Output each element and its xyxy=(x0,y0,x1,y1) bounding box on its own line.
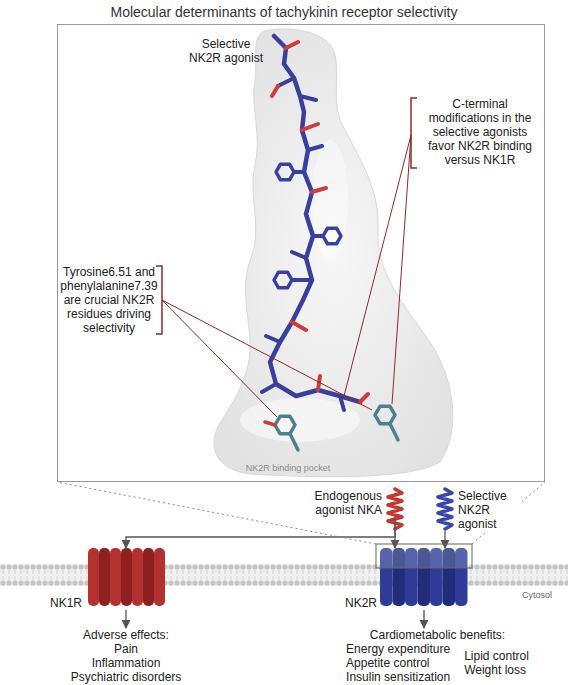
list-item: Appetite control xyxy=(346,656,450,670)
membrane-lipids xyxy=(0,564,568,586)
oxygen-stick xyxy=(272,42,368,402)
helix-bundle xyxy=(88,548,99,606)
zoom-guide xyxy=(57,482,545,544)
helix-bundle xyxy=(143,548,154,606)
zoom-highlight xyxy=(376,544,472,568)
tyrosine-ring xyxy=(275,416,295,433)
list-item: Lipid control xyxy=(464,649,529,663)
nk1r-receptor xyxy=(88,548,165,606)
agonist-helices xyxy=(388,489,452,529)
receptor-label: NK1R xyxy=(50,596,82,610)
membrane xyxy=(0,564,568,586)
text-group: Energy expenditureAppetite controlInsuli… xyxy=(346,642,450,684)
helix-bundle xyxy=(99,548,110,606)
list-item: Insulin sensitization xyxy=(346,670,450,684)
outcome-list: Cardiometabolic benefits:Energy expendit… xyxy=(330,628,545,684)
aromatic-ring xyxy=(274,272,292,288)
list-item: Energy expenditure xyxy=(346,642,450,656)
outcome-list: Adverse effects:PainInflammationPsychiat… xyxy=(40,628,212,684)
phenylalanine-ring xyxy=(375,406,395,423)
bracket xyxy=(156,266,162,334)
hydroxyl-stick xyxy=(265,422,275,425)
list-heading: Adverse effects: xyxy=(40,628,212,642)
pocket-label: NK2R binding pocket xyxy=(223,463,353,474)
bracket xyxy=(411,98,417,168)
inset-panel: Selective NK2R agonistTyrosine6.51 and p… xyxy=(57,24,545,482)
receptor-residues xyxy=(265,406,398,450)
agonist-label: Selective NK2R agonist xyxy=(186,37,266,65)
text-group: Energy expenditureAppetite controlInsuli… xyxy=(330,642,545,684)
helix-bundle xyxy=(154,548,165,606)
aromatic-ring xyxy=(276,164,294,180)
helix-bundle xyxy=(110,548,121,606)
leader-line xyxy=(344,135,411,404)
helix-bundle xyxy=(121,548,132,606)
agonist-label: Endogenous agonist NKA xyxy=(300,489,382,517)
receptor-label: NK2R xyxy=(345,596,377,610)
signal-arrow xyxy=(126,517,395,548)
selectivity-note: Tyrosine6.51 and phenylalanine7.39 are c… xyxy=(60,265,158,335)
list-item: Psychiatric disorders xyxy=(40,670,212,684)
selective-agonist-helix xyxy=(438,489,452,529)
signal-arrow xyxy=(394,517,395,548)
receptor: NK2R xyxy=(345,548,473,610)
list-item: Pain xyxy=(40,642,212,656)
receptor: NK1R xyxy=(50,548,170,610)
agonist-label: Selective NK2R agonist xyxy=(458,489,522,531)
signal-arrow xyxy=(125,610,126,628)
list-heading: Cardiometabolic benefits: xyxy=(330,628,545,642)
agonist-peptide xyxy=(262,36,368,410)
helix-bundle xyxy=(132,548,143,606)
text-group: Lipid controlWeight loss xyxy=(464,642,529,684)
binding-pocket-surface xyxy=(214,29,453,477)
list-item: Weight loss xyxy=(464,663,529,677)
surface-shading xyxy=(312,140,348,260)
list-item: Inflammation xyxy=(40,656,212,670)
brackets xyxy=(156,98,417,417)
residue-stick xyxy=(390,424,398,440)
agonist-helix: Endogenous agonist NKA xyxy=(300,489,408,517)
compartment-label: Cytosol xyxy=(522,590,552,601)
peptide-backbone xyxy=(270,36,360,402)
text-group: Cardiometabolic benefits: xyxy=(330,628,545,642)
agonist-helix: Selective NK2R agonist xyxy=(432,489,522,531)
nk2r-receptor xyxy=(376,544,472,606)
aromatic-ring xyxy=(323,228,341,244)
figure-title: Molecular determinants of tachykinin rec… xyxy=(0,4,568,21)
signal-arrow xyxy=(444,531,445,548)
signal-arrow xyxy=(423,610,424,628)
residue-stick xyxy=(290,434,298,450)
leader-line xyxy=(162,300,372,417)
c-terminal-note: C-terminal modifications in the selectiv… xyxy=(418,97,542,167)
